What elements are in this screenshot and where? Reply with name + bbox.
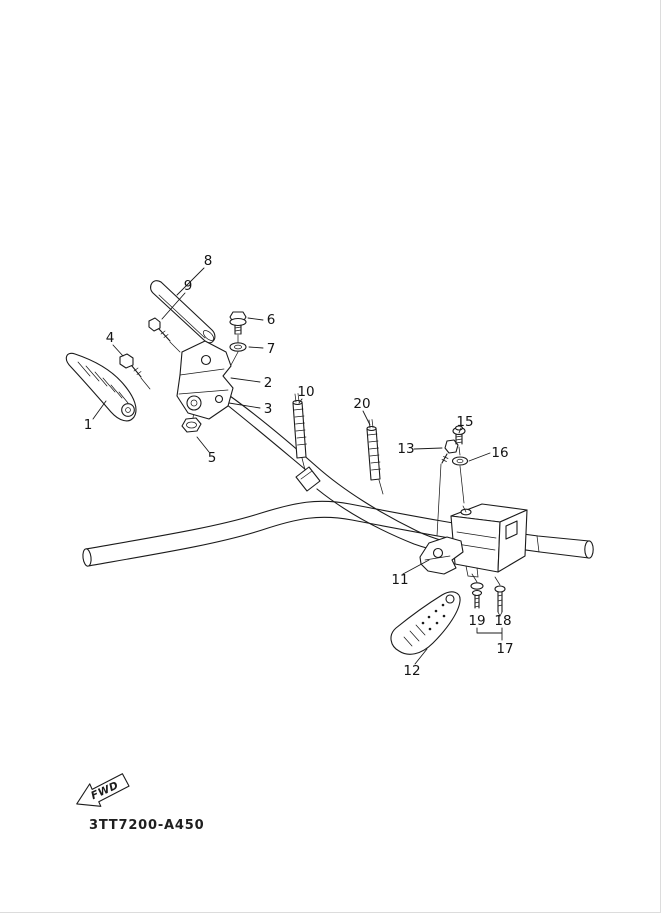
switch-button — [505, 520, 518, 540]
locknut-5 — [181, 417, 202, 433]
leader-line-9 — [161, 292, 186, 320]
part-label-20: 20 — [353, 396, 370, 412]
leader-line-10 — [298, 398, 303, 404]
leader-line-2 — [230, 377, 261, 383]
part-label-11: 11 — [391, 572, 408, 588]
part-label-10: 10 — [297, 384, 314, 400]
handlebar-left-end — [82, 548, 92, 567]
clamp-bolt-hole — [200, 354, 212, 366]
part-label-17: 17 — [496, 641, 513, 657]
part-label-4: 4 — [106, 330, 115, 346]
leader-line-12 — [414, 648, 428, 665]
leader-line-6 — [247, 317, 264, 321]
lever-pivot-hole — [121, 403, 135, 417]
fwd-arrow: FWD — [76, 773, 130, 807]
part-label-7: 7 — [267, 341, 276, 357]
part-label-1: 1 — [84, 417, 93, 433]
screw-9 — [148, 317, 171, 342]
cable-connector — [295, 466, 321, 492]
lever-pivot-boss — [186, 395, 202, 411]
cable-adjuster-20 — [366, 419, 381, 481]
screw-19 — [470, 582, 484, 609]
leader-line-3 — [228, 402, 261, 409]
lever-holder-assembly-2 — [176, 340, 234, 420]
leader-line-16 — [468, 452, 491, 462]
part-label-13: 13 — [397, 441, 414, 457]
leader-line-20 — [362, 410, 371, 426]
brake-lever-1 — [65, 352, 137, 422]
handle-switch-housing — [450, 503, 528, 578]
part-label-9: 9 — [184, 278, 193, 294]
leader-line-5 — [196, 436, 210, 453]
leader-line-4 — [112, 344, 124, 357]
leader-lines — [92, 267, 491, 665]
thumb-lever-12 — [390, 591, 461, 655]
part-label-19: 19 — [468, 613, 485, 629]
group-bracket-17 — [476, 627, 503, 641]
screw-18 — [494, 585, 506, 617]
leader-line-7 — [248, 346, 264, 349]
washer-16 — [451, 456, 469, 466]
bolt-6 — [229, 311, 247, 335]
part-label-2: 2 — [264, 375, 273, 391]
leader-line-8 — [176, 267, 205, 296]
part-label-16: 16 — [491, 445, 508, 461]
part-label-18: 18 — [494, 613, 511, 629]
part-label-6: 6 — [267, 312, 276, 328]
leader-line-11 — [402, 559, 430, 575]
bolt-15 — [452, 425, 466, 445]
diagram-code: 3TT7200-A450 — [89, 818, 204, 833]
lever-bracket-11 — [419, 536, 464, 575]
part-label-15: 15 — [456, 414, 473, 430]
leader-line-15 — [458, 427, 462, 434]
leader-line-13 — [413, 447, 443, 450]
part-label-5: 5 — [208, 450, 217, 466]
part-label-12: 12 — [403, 663, 420, 679]
cable-end-3 — [214, 394, 224, 404]
fwd-arrow-shape — [76, 773, 130, 807]
bolt-4 — [119, 353, 142, 378]
leader-line-1 — [92, 400, 107, 420]
control-cables — [225, 395, 448, 553]
bolt-13 — [441, 439, 459, 464]
washer-7 — [229, 342, 247, 352]
part-label-3: 3 — [264, 401, 273, 417]
part-label-8: 8 — [204, 253, 213, 269]
handlebar-right-end — [584, 540, 594, 559]
